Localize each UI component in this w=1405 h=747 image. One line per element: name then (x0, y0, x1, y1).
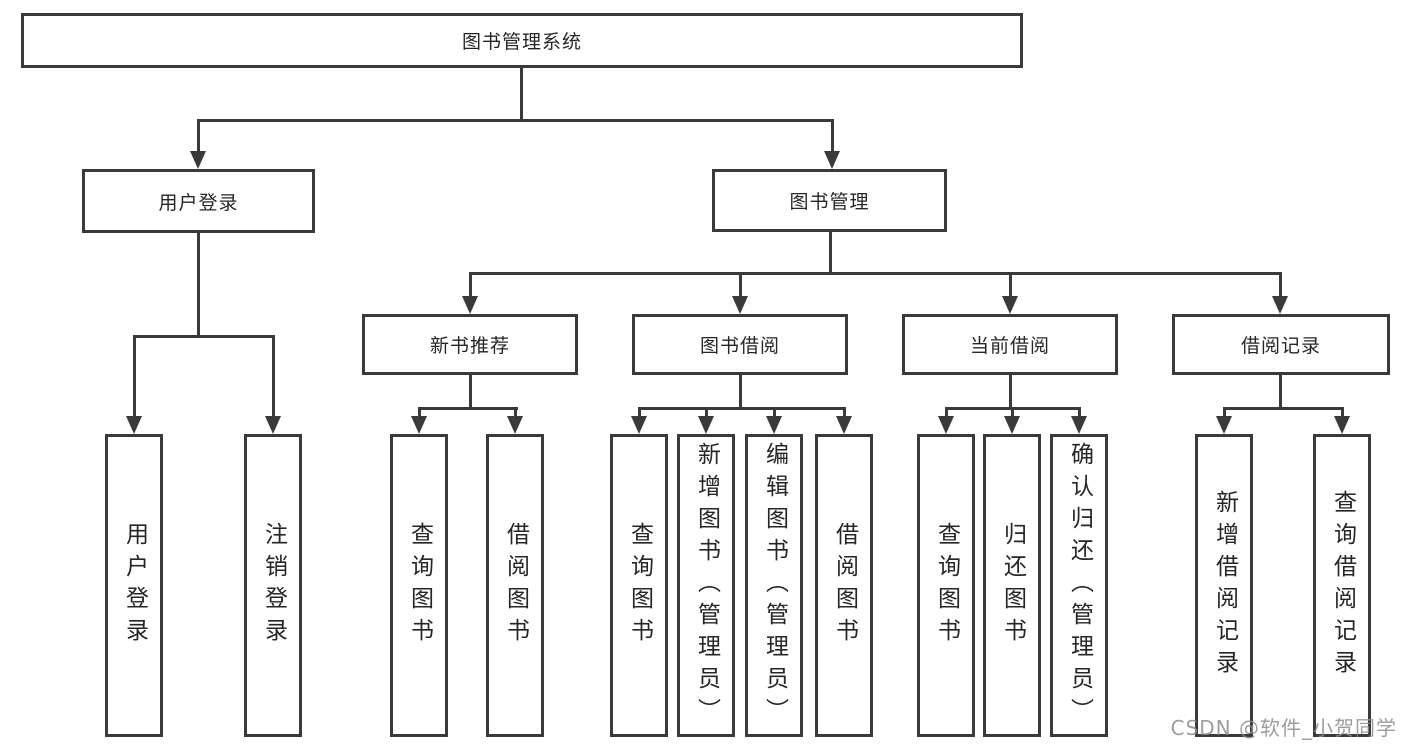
node-borrowing-records: 借阅记录 (1172, 314, 1390, 375)
connector-line (1009, 375, 1012, 409)
arrow-down-icon (1071, 416, 1087, 434)
leaf-borrow-books-recommend: 借阅图书 (486, 434, 544, 737)
arrow-down-icon (1216, 416, 1232, 434)
node-library-management-system: 图书管理系统 (21, 13, 1023, 68)
node-label: 新书推荐 (429, 335, 510, 357)
connector-line (469, 272, 1282, 275)
connector-line (197, 233, 200, 337)
leaf-logout: 注销登录 (244, 434, 302, 737)
node-label: 借阅记录 (1240, 335, 1321, 357)
connector-line (1341, 407, 1344, 418)
connector-line (133, 335, 136, 418)
leaf-label: 归还图书 (999, 521, 1026, 650)
arrow-down-icon (1272, 296, 1288, 314)
leaf-label: 查询图书 (626, 521, 653, 650)
arrow-down-icon (631, 416, 647, 434)
arrow-down-icon (1004, 416, 1020, 434)
connector-line (829, 232, 832, 274)
node-current-borrowing: 当前借阅 (902, 314, 1118, 375)
leaf-label: 查询图书 (933, 521, 960, 650)
connector-line (1009, 272, 1012, 298)
leaf-label: 编辑图书（管理员） (761, 441, 788, 730)
connector-line (197, 119, 833, 122)
leaf-user-login: 用户登录 (105, 434, 163, 737)
node-book-borrowing: 图书借阅 (632, 314, 848, 375)
connector-line (469, 375, 472, 409)
leaf-label: 新增图书（管理员） (693, 441, 720, 730)
arrow-down-icon (462, 296, 478, 314)
leaf-return-books: 归还图书 (983, 434, 1041, 737)
connector-line (739, 272, 742, 298)
connector-line (945, 407, 948, 418)
connector-line (638, 407, 641, 418)
node-book-management: 图书管理 (712, 169, 947, 232)
node-label: 当前借阅 (969, 335, 1050, 357)
connector-line (638, 407, 846, 410)
arrow-down-icon (265, 416, 281, 434)
arrow-down-icon (836, 416, 852, 434)
connector-line (705, 407, 708, 418)
node-new-book-recommendation: 新书推荐 (362, 314, 578, 375)
leaf-query-borrow-record: 查询借阅记录 (1313, 434, 1371, 737)
leaf-label: 注销登录 (260, 521, 287, 650)
node-label: 图书管理系统 (461, 31, 582, 53)
arrow-down-icon (732, 296, 748, 314)
arrow-down-icon (126, 416, 142, 434)
connector-line (1279, 375, 1282, 409)
node-label: 用户登录 (158, 191, 239, 214)
connector-line (133, 335, 274, 338)
connector-line (843, 407, 846, 418)
leaf-borrow-books: 借阅图书 (815, 434, 873, 737)
connector-line (272, 335, 275, 418)
connector-line (469, 272, 472, 298)
connector-line (1078, 407, 1081, 418)
connector-line (1011, 407, 1014, 418)
watermark: CSDN @软件_小贺同学 (1170, 716, 1397, 740)
arrow-down-icon (190, 151, 206, 169)
arrow-down-icon (766, 416, 782, 434)
connector-line (514, 407, 517, 418)
connector-line (520, 68, 523, 122)
arrow-down-icon (698, 416, 714, 434)
arrow-down-icon (1334, 416, 1350, 434)
connector-line (1223, 407, 1344, 410)
leaf-query-books-current: 查询图书 (917, 434, 975, 737)
leaf-label: 确认归还（管理员） (1066, 441, 1093, 730)
node-label: 图书管理 (789, 191, 870, 213)
connector-line (831, 119, 834, 153)
leaf-query-books-borrow: 查询图书 (610, 434, 668, 737)
leaf-label: 用户登录 (121, 521, 148, 650)
leaf-label: 查询图书 (406, 521, 433, 650)
connector-line (418, 407, 421, 418)
leaf-confirm-return-admin: 确认归还（管理员） (1050, 434, 1108, 737)
connector-line (418, 407, 518, 410)
connector-line (773, 407, 776, 418)
arrow-down-icon (1002, 296, 1018, 314)
leaf-label: 查询借阅记录 (1329, 489, 1356, 682)
leaf-label: 新增借阅记录 (1211, 489, 1238, 682)
arrow-down-icon (411, 416, 427, 434)
arrow-down-icon (507, 416, 523, 434)
connector-line (197, 119, 200, 153)
leaf-edit-books-admin: 编辑图书（管理员） (745, 434, 803, 737)
leaf-add-borrow-record: 新增借阅记录 (1195, 434, 1253, 737)
node-user-login: 用户登录 (82, 169, 315, 233)
connector-line (1223, 407, 1226, 418)
leaf-add-books-admin: 新增图书（管理员） (677, 434, 735, 737)
arrow-down-icon (824, 151, 840, 169)
connector-line (739, 375, 742, 409)
arrow-down-icon (938, 416, 954, 434)
leaf-label: 借阅图书 (502, 521, 529, 650)
node-label: 图书借阅 (699, 335, 780, 357)
connector-line (1279, 272, 1282, 298)
leaf-query-books-recommend: 查询图书 (390, 434, 448, 737)
leaf-label: 借阅图书 (831, 521, 858, 650)
